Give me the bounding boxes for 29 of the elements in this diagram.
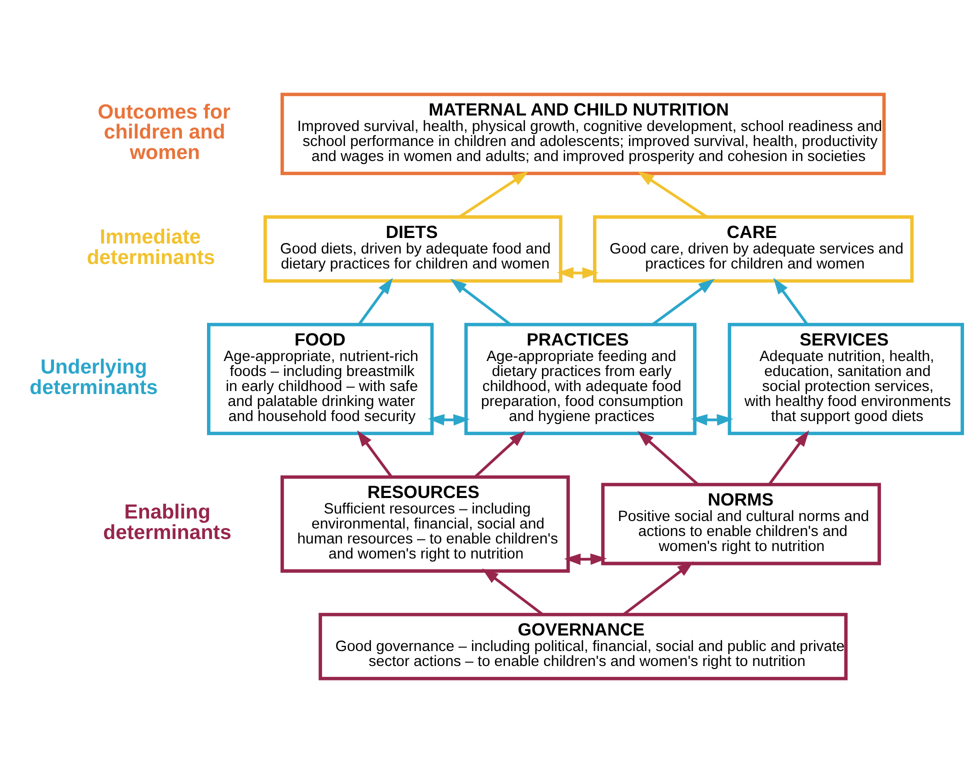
arrow bbox=[564, 553, 606, 565]
node-box: MATERNAL AND CHILD NUTRITION Improved survival, health, physical growth, cognitive development, school readiness and school performance in children and adolescents; improved survival, health, productivity and wages in women and adults; and improved prosperity and cohesion in societies bbox=[280, 92, 886, 176]
arrow bbox=[482, 568, 543, 616]
arrow bbox=[357, 278, 392, 326]
label: Immediate determinants bbox=[86, 226, 214, 269]
arrow bbox=[556, 267, 598, 279]
label: Outcomes for children and women bbox=[97, 101, 230, 164]
node-box: DIETS Good diets, driven by adequate food and dietary practices for children and women bbox=[263, 215, 562, 283]
node-box: PRACTICES Age-appropriate feeding and dietary practices from early childhood, with adequate food preparation, food consumption and hygiene practices bbox=[464, 322, 696, 436]
arrow bbox=[622, 561, 694, 616]
node-box: FOOD Age-appropriate, nutrient-rich foods – including breastmilk in early childhood – with safe and palatable drinking water and household food security bbox=[206, 322, 434, 436]
arrow bbox=[637, 171, 708, 218]
arrow bbox=[356, 430, 392, 478]
arrow bbox=[636, 430, 698, 486]
node-box: SERVICES Adequate nutrition, health, education, sanitation and social protection services, with healthy food environments that support good diets bbox=[727, 322, 964, 436]
arrow bbox=[458, 171, 528, 218]
arrow bbox=[474, 430, 525, 478]
arrow bbox=[690, 414, 733, 426]
arrow bbox=[450, 278, 511, 326]
arrow bbox=[768, 430, 809, 486]
node-box: GOVERNANCE Good governance – including political, financial, social and public and private sector actions – to enable children's and women's right to nutrition bbox=[318, 612, 848, 680]
label: Enabling determinants bbox=[102, 502, 231, 544]
node-box: NORMS Positive social and cultural norms and actions to enable children's and women's right to nutrition bbox=[600, 482, 880, 566]
arrow bbox=[651, 278, 714, 326]
arrow bbox=[772, 278, 808, 326]
node-box: RESOURCES Sufficient resources – including environmental, financial, social and human resources – to enable children's and women's right to nutrition bbox=[280, 475, 570, 573]
node-box: CARE Good care, driven by adequate services and practices for children and women bbox=[592, 215, 914, 283]
arrow bbox=[427, 414, 470, 426]
label: Underlying determinants bbox=[29, 356, 158, 399]
